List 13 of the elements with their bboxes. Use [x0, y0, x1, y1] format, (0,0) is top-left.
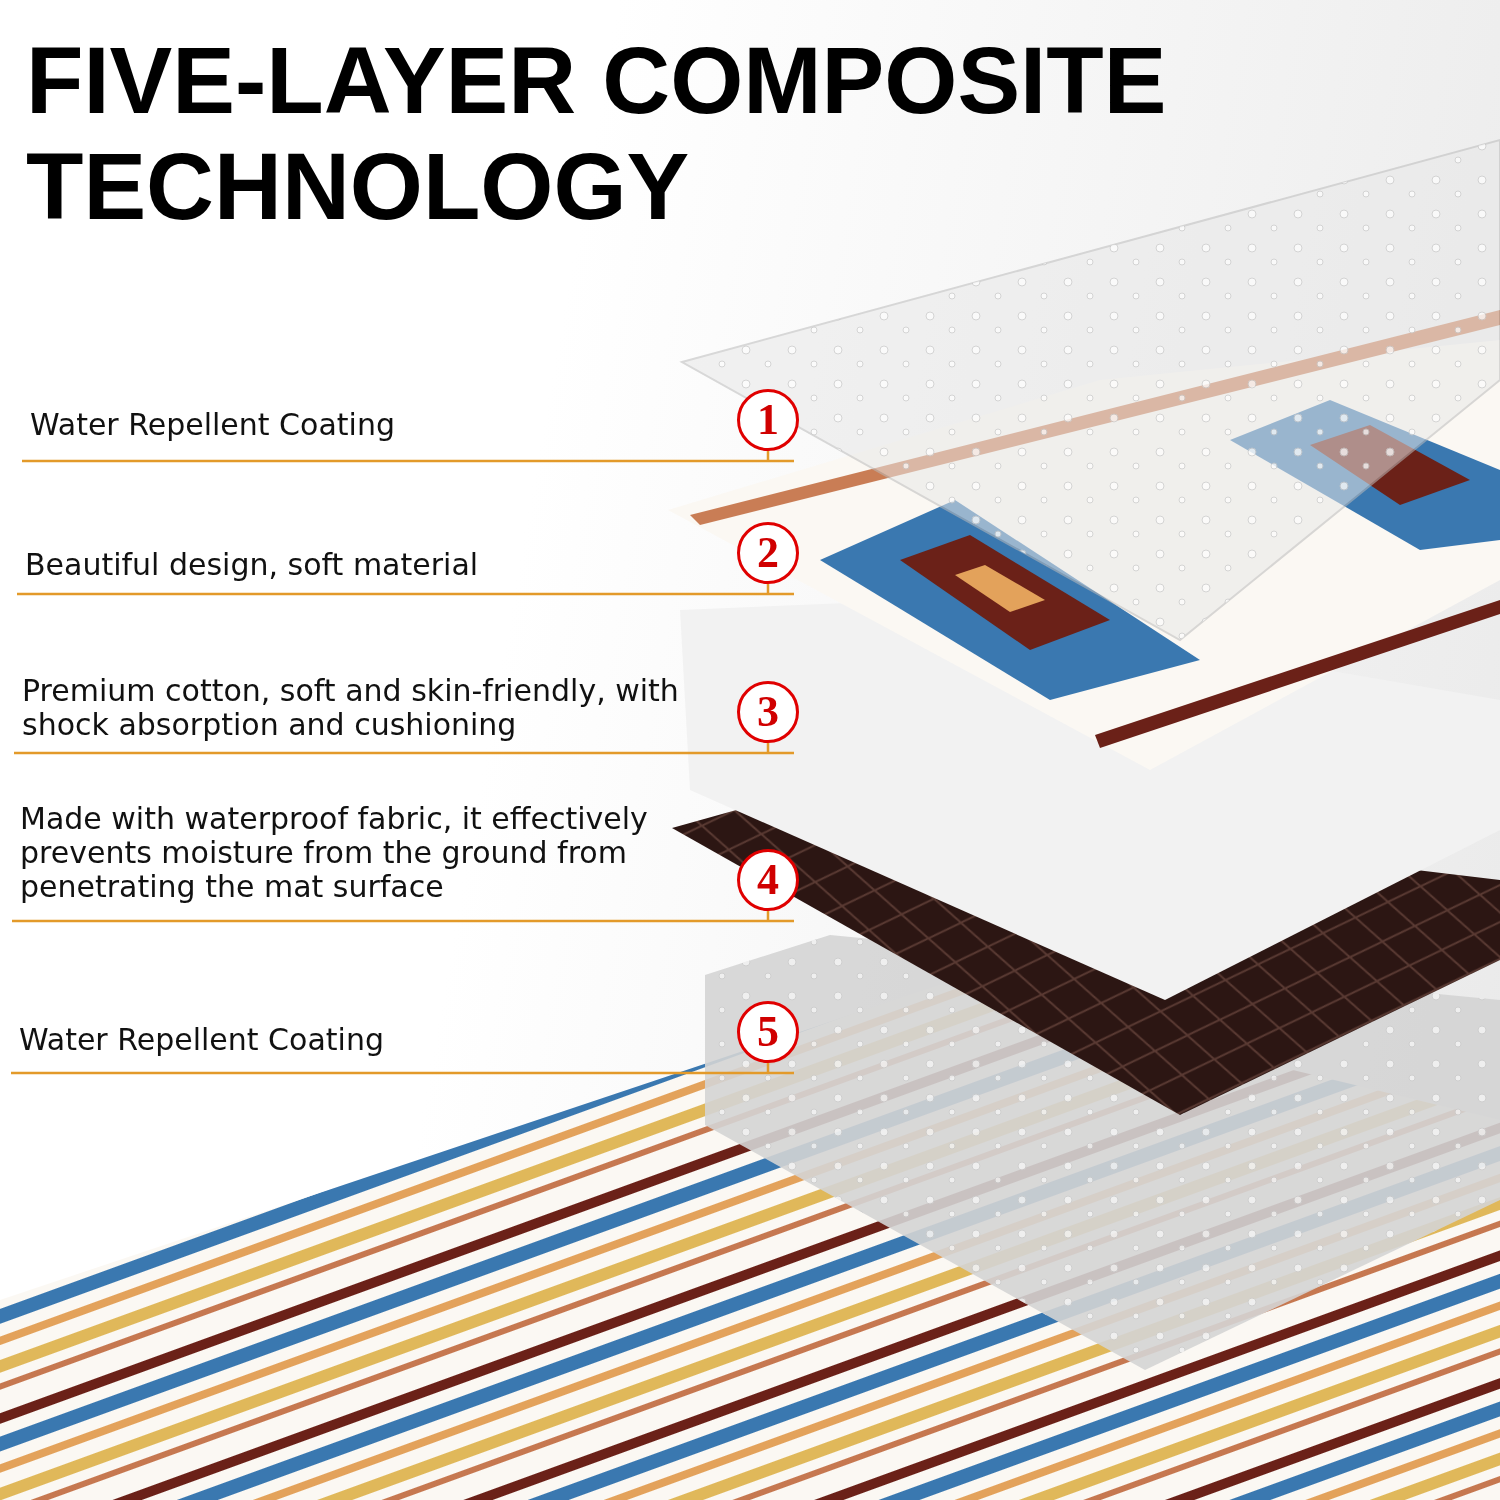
title: FIVE-LAYER COMPOSITE TECHNOLOGY: [26, 28, 1168, 240]
leader-line: [20, 449, 796, 463]
callout-number: 4: [737, 849, 799, 911]
feature-text: Beautiful design, soft material: [25, 548, 725, 582]
feature-text: Water Repellent Coating: [30, 408, 730, 442]
feature-text: Premium cotton, soft and skin-friendly, with shock absorption and cushioning: [22, 674, 722, 742]
callout-number: 1: [737, 389, 799, 451]
leader-line: [15, 582, 796, 596]
leader-line: [10, 909, 796, 923]
leader-line: [12, 741, 796, 755]
feature-text: Made with waterproof fabric, it effectively prevents moisture from the ground from penetrating the mat surface: [20, 802, 680, 904]
leader-line: [9, 1061, 796, 1075]
feature-text: Water Repellent Coating: [19, 1023, 719, 1057]
